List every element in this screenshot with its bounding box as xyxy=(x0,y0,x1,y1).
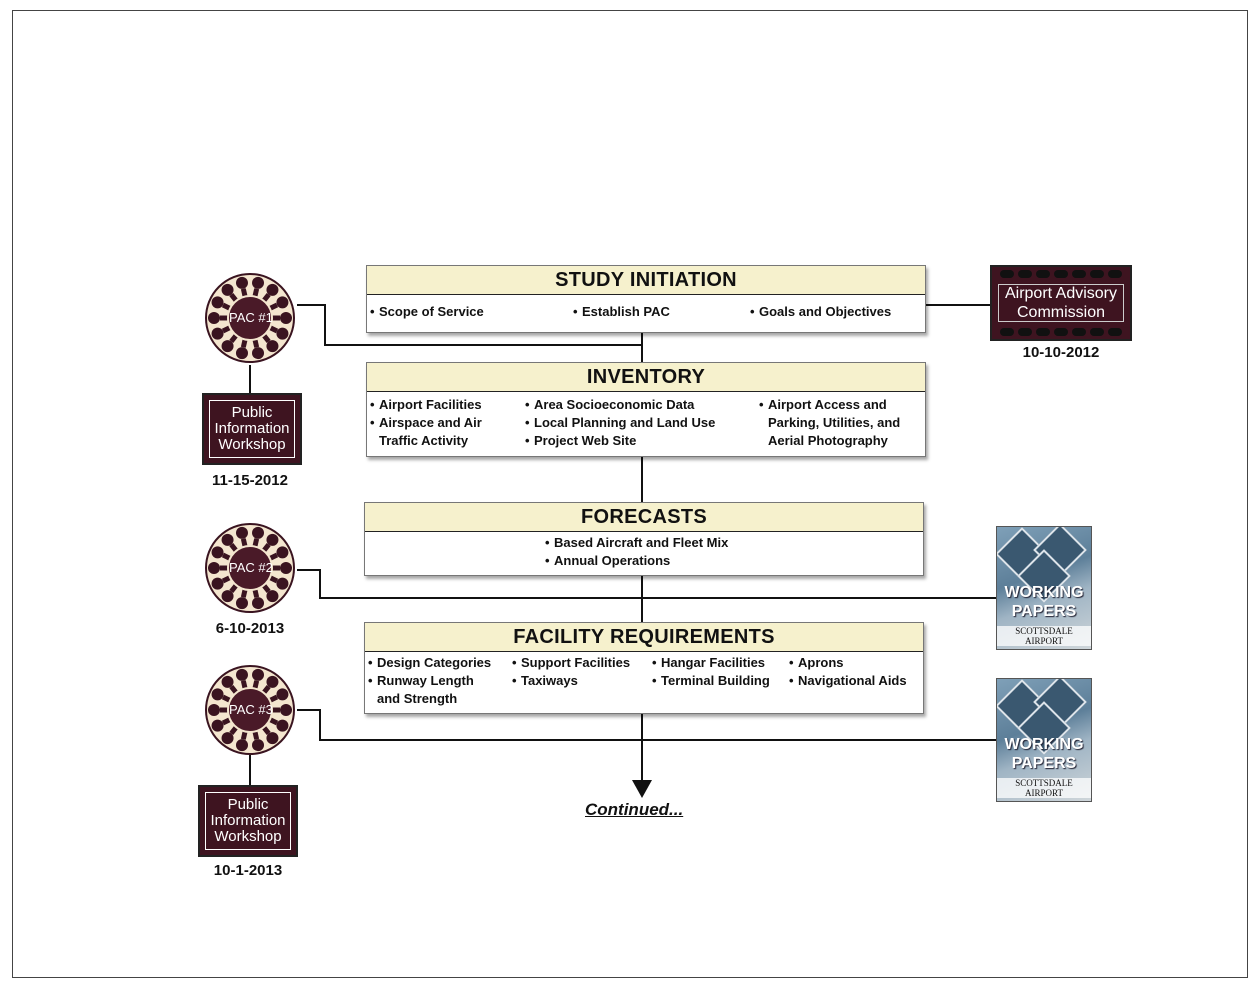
workshop-1-label: Public Information Workshop xyxy=(209,400,295,458)
commission-date: 10-10-2012 xyxy=(1022,344,1100,361)
list-item: Annual Operations xyxy=(545,552,728,570)
facility-requirements-box: FACILITY REQUIREMENTS Design Categories … xyxy=(364,622,924,714)
list-item: Local Planning and Land Use xyxy=(525,414,715,432)
list-item: Aprons xyxy=(789,654,907,672)
workshop-2-label: Public Information Workshop xyxy=(205,792,291,850)
forecasts-title: FORECASTS xyxy=(365,503,923,532)
seats-icon xyxy=(208,526,292,610)
bullet-establish-pac: Establish PAC xyxy=(573,303,670,321)
list-item: and Strength xyxy=(377,691,458,706)
study-initiation-box: STUDY INITIATION Scope of Service Establ… xyxy=(366,265,926,333)
list-item: Navigational Aids xyxy=(789,672,907,690)
inventory-box: INVENTORY Airport Facilities Airspace an… xyxy=(366,362,926,457)
working-papers-title: WORKING PAPERS xyxy=(1004,584,1084,620)
list-item: Traffic Activity xyxy=(379,433,469,448)
facility-requirements-title: FACILITY REQUIREMENTS xyxy=(365,623,923,652)
pac-2-date: 6-10-2013 xyxy=(215,620,285,637)
workshop-1-date: 11-15-2012 xyxy=(212,472,288,489)
list-item: Aerial Photography xyxy=(768,433,888,448)
working-papers-title: WORKING PAPERS xyxy=(1004,736,1084,772)
pac-2-badge: PAC #2 xyxy=(205,523,295,613)
list-item: Support Facilities xyxy=(512,654,630,672)
pac-3-label: PAC #3 xyxy=(227,687,273,733)
inventory-col-2: Area Socioeconomic Data Local Planning a… xyxy=(525,396,715,450)
commission-label: Airport Advisory Commission xyxy=(998,284,1124,322)
working-papers-subtitle: SCOTTSDALE AIRPORT xyxy=(997,626,1091,646)
list-item: Based Aircraft and Fleet Mix xyxy=(545,534,728,552)
list-item: Taxiways xyxy=(512,672,630,690)
public-workshop-1: Public Information Workshop xyxy=(202,393,302,465)
forecasts-box: FORECASTS Based Aircraft and Fleet Mix A… xyxy=(364,502,924,576)
list-item: Airspace and Air xyxy=(370,414,482,432)
inventory-col-3: Airport Access and Parking, Utilities, a… xyxy=(759,396,900,450)
forecasts-list: Based Aircraft and Fleet Mix Annual Oper… xyxy=(545,534,728,570)
inventory-title: INVENTORY xyxy=(367,363,925,392)
list-item: Area Socioeconomic Data xyxy=(525,396,715,414)
seats-icon xyxy=(208,668,292,752)
seats-bottom-icon xyxy=(1000,328,1122,336)
list-item: Hangar Facilities xyxy=(652,654,770,672)
list-item: Design Categories xyxy=(368,654,491,672)
workshop-2-date: 10-1-2013 xyxy=(213,862,283,879)
inventory-col-1: Airport Facilities Airspace and Air Traf… xyxy=(370,396,482,450)
facility-col-4: Aprons Navigational Aids xyxy=(789,654,907,690)
list-item: Airport Facilities xyxy=(370,396,482,414)
pac-1-badge: PAC #1 xyxy=(205,273,295,363)
public-workshop-2: Public Information Workshop xyxy=(198,785,298,857)
working-papers-1: WORKING PAPERS SCOTTSDALE AIRPORT xyxy=(996,526,1092,650)
pac-2-label: PAC #2 xyxy=(227,545,273,591)
pac-1-label: PAC #1 xyxy=(227,295,273,341)
pac-3-badge: PAC #3 xyxy=(205,665,295,755)
list-item: Parking, Utilities, and xyxy=(768,415,901,430)
facility-col-1: Design Categories Runway Length and Stre… xyxy=(368,654,491,708)
bullet-goals-objectives: Goals and Objectives xyxy=(750,303,891,321)
facility-col-2: Support Facilities Taxiways xyxy=(512,654,630,690)
list-item: Runway Length xyxy=(368,672,491,690)
list-item: Airport Access and xyxy=(759,396,900,414)
airport-advisory-commission: Airport Advisory Commission xyxy=(990,265,1132,341)
list-item: Terminal Building xyxy=(652,672,770,690)
list-item: Project Web Site xyxy=(525,432,715,450)
bullet-scope-of-service: Scope of Service xyxy=(370,303,484,321)
working-papers-subtitle: SCOTTSDALE AIRPORT xyxy=(997,778,1091,798)
study-initiation-title: STUDY INITIATION xyxy=(367,266,925,295)
continued-label: Continued... xyxy=(585,800,684,819)
page-border xyxy=(12,10,1248,978)
working-papers-2: WORKING PAPERS SCOTTSDALE AIRPORT xyxy=(996,678,1092,802)
seats-top-icon xyxy=(1000,270,1122,278)
facility-col-3: Hangar Facilities Terminal Building xyxy=(652,654,770,690)
